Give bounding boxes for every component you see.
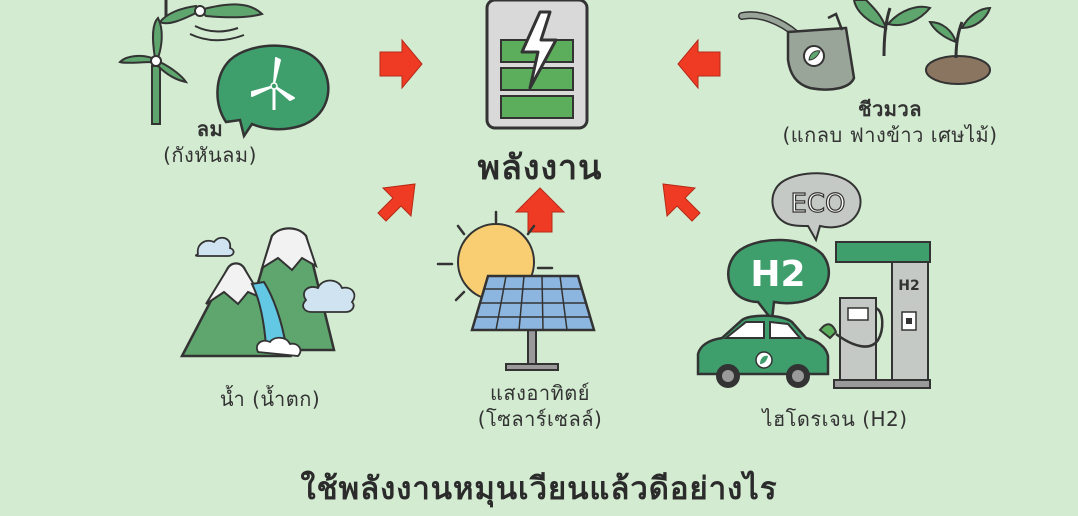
wind-name: ลม: [196, 117, 224, 141]
hydrogen-name: ไฮโดรเจน (H2): [762, 407, 908, 431]
h2-pump-label: H2: [898, 278, 919, 294]
biomass-detail: (แกลบ ฟางข้าว เศษไม้): [782, 123, 998, 147]
arrow-wind-icon: [379, 38, 423, 90]
water-name: น้ำ (น้ำตก): [219, 387, 321, 411]
wind-label: ลม (กังหันลม): [130, 116, 290, 168]
hydrogen-label: ไฮโดรเจน (H2): [740, 406, 930, 432]
wind-detail: (กังหันลม): [163, 143, 257, 167]
wind-turbine-icon: [118, 0, 330, 140]
solar-label: แสงอาทิตย์ (โซลาร์เซลล์): [440, 380, 640, 432]
center-title: พลังงาน: [477, 148, 603, 188]
waterfall-mountain-icon: [179, 227, 356, 358]
solar-panel-icon: [436, 210, 596, 371]
solar-name: แสงอาทิตย์: [490, 381, 590, 405]
arrow-hydrogen-icon: [662, 183, 701, 222]
bottom-title: ใช้พลังงานหมุนเวียนแล้วดีอย่างไร: [300, 471, 778, 507]
arrow-water-icon: [377, 183, 416, 222]
arrow-biomass-icon: [677, 38, 721, 90]
hydrogen-station-icon: [696, 172, 931, 389]
battery-icon: [485, 0, 589, 130]
solar-detail: (โซลาร์เซลล์): [477, 407, 603, 431]
biomass-icon: [738, 0, 992, 91]
water-label: น้ำ (น้ำตก): [170, 386, 370, 412]
h2-bubble-label: H2: [750, 254, 805, 295]
biomass-name: ชีวมวล: [858, 97, 922, 121]
biomass-label: ชีวมวล (แกลบ ฟางข้าว เศษไม้): [740, 96, 1040, 148]
arrow-solar-icon: [514, 187, 566, 233]
eco-badge: ECO: [790, 189, 845, 219]
